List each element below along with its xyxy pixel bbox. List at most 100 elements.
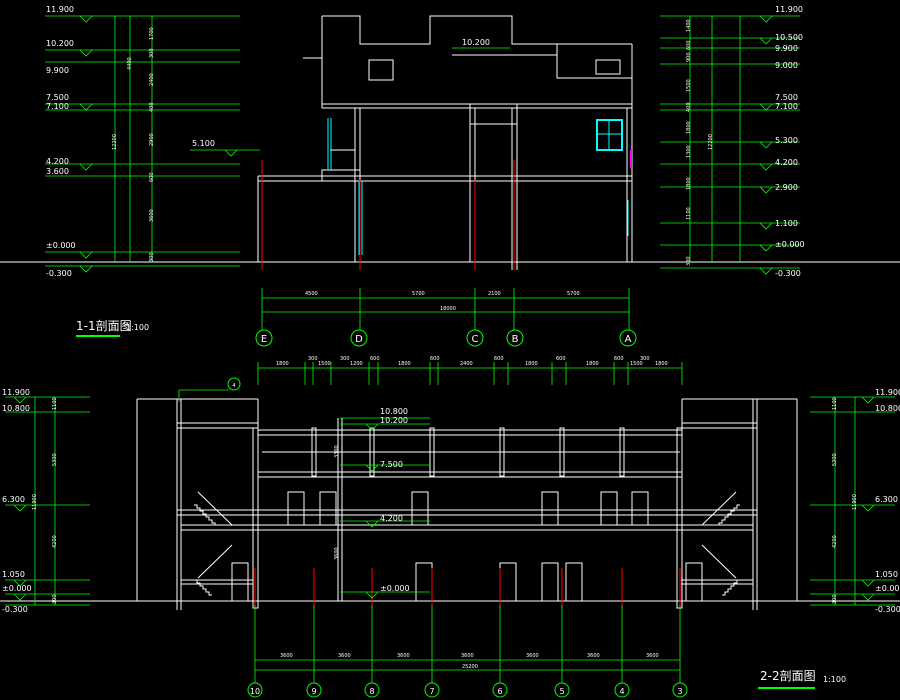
level-label: ±0.000	[46, 241, 76, 250]
dim-text: 1500	[318, 361, 331, 367]
level-label: 6.300	[875, 495, 898, 504]
dim-text: 900	[686, 52, 692, 62]
section-scale: 1:100	[126, 323, 149, 332]
axis-bubbles-2-2: 10 9 8 7 6 5 4 3	[247, 682, 688, 698]
glass-panels	[327, 118, 629, 255]
dim-text: 300	[340, 356, 350, 362]
level-label: 11.900	[46, 5, 74, 14]
dim-text: 1500	[630, 361, 643, 367]
dim-text: 1800	[586, 361, 599, 367]
dim-text: 3300	[334, 445, 340, 458]
dim-text: 3600	[461, 653, 474, 659]
level-label: 4.200	[46, 157, 69, 166]
section-2-2: 11.900 10.800 6.300 1.050 ±0.000 -0.300 …	[0, 356, 900, 698]
dim-text: 18000	[440, 306, 456, 312]
level-label: 7.100	[775, 102, 798, 111]
dim-text: 300	[149, 252, 155, 262]
level-label: 9.900	[775, 44, 798, 53]
dim-text: 300	[52, 594, 58, 604]
dim-text: 400	[149, 102, 155, 112]
level-label: 1.050	[875, 570, 898, 579]
section-title: 2-2剖面图	[760, 669, 816, 683]
left-level-labels-2: 11.900 10.800 6.300 1.050 ±0.000 -0.300	[2, 388, 32, 614]
axis-label: D	[355, 334, 363, 345]
axis-label: 8	[369, 687, 374, 696]
section-title: 1-1剖面图	[76, 319, 132, 333]
axis-label: B	[512, 334, 519, 345]
dim-text: 4400	[127, 57, 133, 70]
dim-text: 2400	[460, 361, 473, 367]
building-1-1	[257, 15, 633, 270]
dim-text: 4200	[832, 535, 838, 548]
level-label: 6.300	[2, 495, 25, 504]
bottom-dimension-chain	[254, 605, 681, 683]
dim-text: 600	[370, 356, 380, 362]
dim-text: 400	[686, 102, 692, 112]
level-label: 11.900	[875, 388, 900, 397]
axis-label: 4	[619, 687, 624, 696]
dim-text: 1500	[686, 79, 692, 92]
level-label: 5.100	[192, 139, 215, 148]
top-dims-text: 1800 300 1500 300 1200 600 1800 600 2400…	[276, 356, 668, 367]
left-level-marks-2	[5, 396, 90, 606]
level-label: -0.300	[775, 269, 801, 278]
dim-text: 3600	[587, 653, 600, 659]
right-vertical-dims-2: 1100 5300 4200 300 11900	[832, 397, 858, 604]
axis-label: E	[261, 334, 267, 345]
dim-text: 1700	[149, 27, 155, 40]
bottom-dims-text: 3600 3600 3600 3600 3600 3600 3600 25200	[280, 653, 659, 670]
dim-text: 1800	[276, 361, 289, 367]
dim-text: 1800	[686, 121, 692, 134]
dim-text: 1300	[686, 145, 692, 158]
level-label: 7.500	[775, 93, 798, 102]
level-label: -0.300	[46, 269, 72, 278]
dim-text: 3600	[646, 653, 659, 659]
dim-text: 1800	[398, 361, 411, 367]
dim-text: 5300	[52, 453, 58, 466]
level-label: 5.300	[775, 136, 798, 145]
dim-text: 600	[149, 172, 155, 182]
dim-text: 1100	[832, 397, 838, 410]
dim-text: 12200	[112, 134, 118, 150]
level-label: 4.200	[775, 158, 798, 167]
right-level-marks-2	[810, 396, 895, 606]
dim-text: 5700	[567, 291, 580, 297]
dim-text: 300	[686, 256, 692, 266]
dim-text: 11900	[852, 494, 858, 510]
level-label: ±0.000	[875, 584, 900, 593]
dim-text: 600	[556, 356, 566, 362]
axis-label: 6	[497, 687, 502, 696]
level-label: 1.100	[775, 219, 798, 228]
level-label: 7.100	[46, 102, 69, 111]
level-label: -0.300	[2, 605, 28, 614]
dim-text: 600	[494, 356, 504, 362]
axis-dimension-chain	[261, 288, 630, 330]
level-label: 9.000	[775, 61, 798, 70]
dim-text: 600	[686, 40, 692, 50]
level-label: 9.900	[46, 66, 69, 75]
level-label: 11.900	[775, 5, 803, 14]
dim-text: 11900	[32, 494, 38, 510]
level-label: 10.500	[775, 33, 803, 42]
dim-text: 300	[149, 48, 155, 58]
dim-text: 1100	[52, 397, 58, 410]
left-level-marks	[45, 15, 240, 273]
level-label: 10.800	[380, 407, 408, 416]
detail-reference: 4	[178, 377, 241, 402]
dim-text: 4500	[305, 291, 318, 297]
axis-label: 10	[250, 687, 260, 696]
axis-label: 5	[559, 687, 564, 696]
level-label: 11.900	[2, 388, 30, 397]
dim-text: 2100	[488, 291, 501, 297]
dim-text: 12200	[708, 134, 714, 150]
level-label: ±0.000	[380, 584, 410, 593]
section-1-1: 11.900 10.200 9.900 7.500 7.100 4.200 3.…	[0, 5, 900, 347]
left-vertical-dims-2: 1100 5300 4200 300 11900	[32, 397, 58, 604]
level-label: 3.600	[46, 167, 69, 176]
detail-number: 4	[232, 383, 235, 389]
level-label: 10.200	[462, 38, 490, 47]
axis-label: 9	[311, 687, 316, 696]
section-scale: 1:100	[823, 675, 846, 684]
right-vertical-dims: 1400 600 900 1500 400 1800 1300 1800 110…	[686, 19, 714, 266]
dim-text: 300	[308, 356, 318, 362]
